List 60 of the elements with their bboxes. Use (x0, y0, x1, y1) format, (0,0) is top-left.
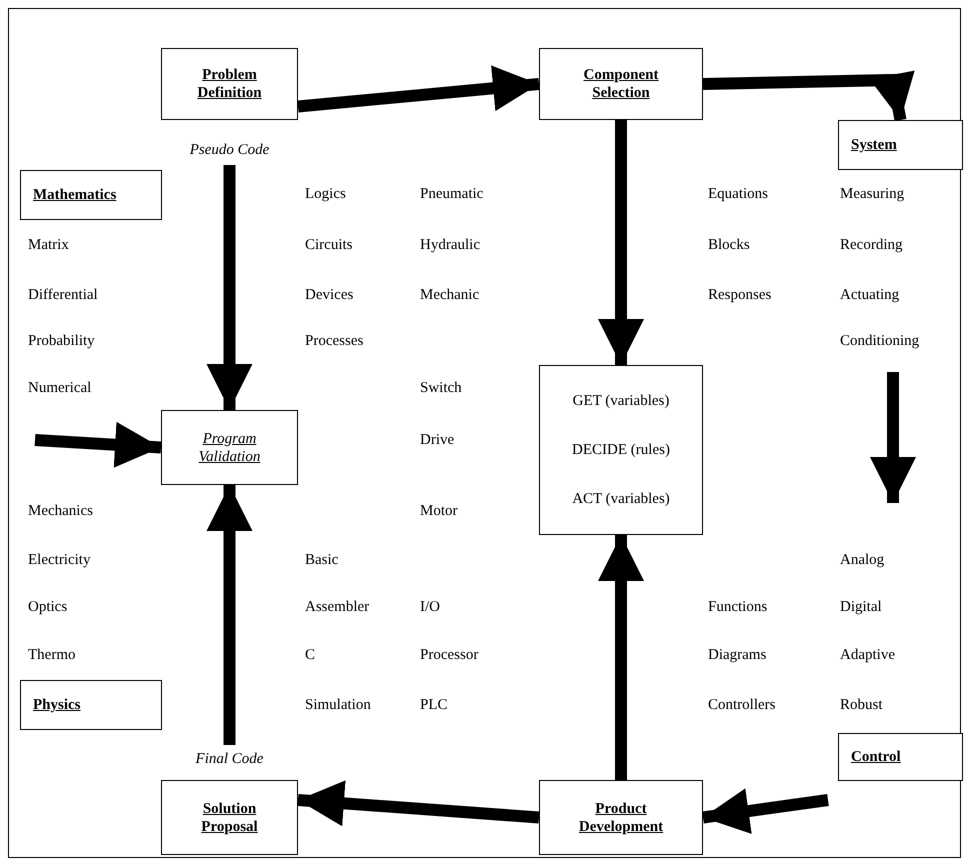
topic-label: Matrix (28, 236, 69, 254)
process-box: GET (variables) DECIDE (rules) ACT (variables) (539, 365, 703, 535)
topic-label: Responses (708, 286, 772, 304)
topic-label: Electricity (28, 551, 90, 569)
process-box: System (838, 120, 963, 170)
topic-label: Equations (708, 185, 768, 203)
process-box: Control (838, 733, 963, 781)
arrow (702, 788, 829, 834)
code-caption: Final Code (196, 751, 264, 768)
topic-label: Adaptive (840, 646, 895, 664)
topic-label: Drive (420, 431, 454, 449)
arrow (702, 70, 915, 122)
arrow (34, 422, 162, 468)
topic-label: Logics (305, 185, 346, 203)
topic-label: Mechanic (420, 286, 480, 304)
topic-label: Conditioning (840, 332, 920, 350)
topic-label: Numerical (28, 379, 92, 397)
topic-label: Controllers (708, 696, 776, 714)
topic-label: Robust (840, 696, 883, 714)
arrow (206, 165, 252, 410)
arrow (206, 485, 252, 745)
topic-label: Basic (305, 551, 338, 569)
topic-label: Pneumatic (420, 185, 484, 203)
process-box: Product Development (539, 780, 703, 855)
topic-label: Recording (840, 236, 902, 254)
arrow (298, 780, 540, 826)
topic-label: Processes (305, 332, 364, 350)
topic-label: Processor (420, 646, 478, 664)
topic-label: Actuating (840, 286, 900, 304)
topic-label: Digital (840, 598, 882, 616)
arrow (598, 535, 644, 780)
topic-label: Hydraulic (420, 236, 480, 254)
topic-label: C (305, 646, 316, 664)
topic-label: Optics (28, 598, 68, 616)
topic-label: Switch (420, 379, 462, 397)
process-box: Solution Proposal (161, 780, 298, 855)
process-box: Program Validation (161, 410, 298, 485)
topic-label: PLC (420, 696, 448, 714)
topic-label: Mechanics (28, 502, 93, 520)
topic-label: Diagrams (708, 646, 766, 664)
process-box: Physics (20, 680, 162, 730)
topic-label: Analog (840, 551, 884, 569)
topic-label: I/O (420, 598, 440, 616)
topic-label: Simulation (305, 696, 371, 714)
topic-label: Functions (708, 598, 768, 616)
topic-label: Assembler (305, 598, 370, 616)
arrow (598, 120, 644, 365)
process-box: Mathematics (20, 170, 162, 220)
topic-label: Devices (305, 286, 354, 304)
process-box: Problem Definition (161, 48, 298, 120)
topic-label: Blocks (708, 236, 750, 254)
topic-label: Measuring (840, 185, 904, 203)
topic-label: Probability (28, 332, 95, 350)
code-caption: Pseudo Code (190, 142, 270, 159)
arrow (297, 65, 540, 112)
topic-label: Circuits (305, 236, 352, 254)
topic-label: Differential (28, 286, 98, 304)
process-box: Component Selection (539, 48, 703, 120)
topic-label: Motor (420, 502, 458, 520)
topic-label: Thermo (28, 646, 76, 664)
